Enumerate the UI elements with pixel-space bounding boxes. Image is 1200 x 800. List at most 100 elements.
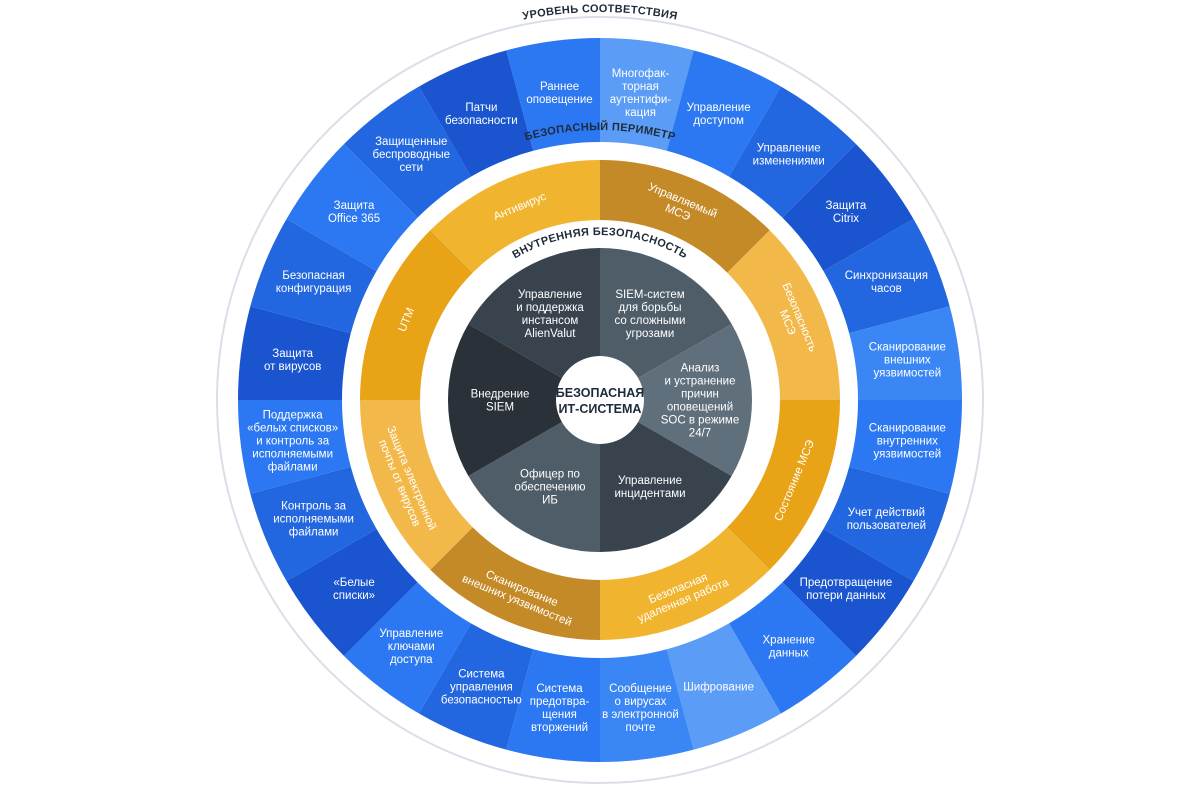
outer-ring-title-path: УРОВЕНЬ СООТВЕТСТВИЯ — [522, 3, 679, 23]
center-label-line-1: БЕЗОПАСНАЯ — [556, 386, 644, 400]
internal-segment-label-line: SOC в режиме — [661, 415, 740, 427]
outer-outline-ring — [216, 16, 984, 784]
internal-segment-label-line: инцидентами — [614, 488, 685, 500]
compliance-segment-label-line: Безопасная — [282, 270, 345, 282]
perimeter-segment — [600, 160, 770, 273]
internal-segment-label-line: причин — [681, 389, 719, 401]
compliance-segment-label-line: от вирусов — [264, 361, 321, 373]
compliance-segment-label-line: доступа — [390, 654, 433, 666]
compliance-segment-label-line: Синхронизация — [845, 270, 928, 282]
internal-segment-label-line: SIEM — [486, 402, 514, 414]
compliance-segment-label-line: Управление — [687, 102, 751, 114]
compliance-segment-label-line: Многофак- — [612, 68, 670, 80]
perimeter-segment — [360, 230, 473, 400]
compliance-segment-label-line: внутренних — [877, 435, 938, 447]
internal-segment-label-line: Офицер по — [520, 469, 580, 481]
compliance-segment-label-line: конфигурация — [276, 283, 352, 295]
compliance-segment-label-line: и контроль за — [256, 435, 330, 447]
internal-segment-label-line: Управление — [618, 475, 682, 487]
internal-segment-label-line: и устранение — [665, 376, 736, 388]
compliance-segment-label-line: управления — [450, 681, 513, 693]
compliance-segment-label-line: Сканирование — [869, 422, 946, 434]
compliance-segment — [849, 306, 962, 400]
compliance-segment-label-line: доступом — [693, 115, 744, 127]
compliance-segment-label-line: «Белые — [333, 577, 374, 589]
internal-segment-label-line: угрозами — [626, 328, 675, 340]
compliance-segment — [600, 38, 694, 151]
perimeter-segment — [600, 527, 770, 640]
compliance-segment-label-line: Хранение — [763, 634, 815, 646]
internal-segment-label-line: SIEM-систем — [615, 289, 684, 301]
compliance-segment — [729, 86, 856, 218]
compliance-segment — [344, 86, 471, 218]
compliance-segment-label-line: предотвра- — [530, 696, 590, 708]
compliance-segment-label: Шифрование — [683, 681, 754, 693]
compliance-segment-label-line: Система — [536, 683, 583, 695]
compliance-segment-label-line: файлами — [268, 461, 318, 473]
compliance-segment-label-line: ключами — [388, 641, 435, 653]
compliance-segment — [419, 623, 534, 750]
compliance-segment-label-line: в электронной — [602, 709, 679, 721]
compliance-segment-label-line: Управление — [757, 143, 821, 155]
compliance-segment-label-line: кация — [625, 107, 656, 119]
compliance-segment — [506, 649, 600, 762]
internal-segment-label-line: Анализ — [681, 363, 720, 375]
compliance-segment — [286, 529, 418, 656]
compliance-segment-label-line: потери данных — [806, 590, 886, 602]
compliance-segment-label-line: «белых списков» — [247, 422, 338, 434]
internal-segment-label-line: со сложными — [615, 315, 686, 327]
compliance-segment-label-line: Office 365 — [328, 213, 380, 225]
compliance-segment-label-line: безопасностью — [441, 694, 522, 706]
internal-segment-label-line: оповещений — [667, 402, 733, 414]
perimeter-segment — [727, 230, 840, 400]
compliance-segment-label-line: уязвимостей — [874, 448, 942, 460]
compliance-segment-label-line: файлами — [289, 527, 339, 539]
compliance-segment-label-line: щения — [542, 709, 577, 721]
perimeter-segment — [727, 400, 840, 570]
internal-segment-label-line: для борьбы — [618, 302, 681, 314]
compliance-segment — [344, 582, 471, 714]
compliance-segment-label-line: вторжений — [531, 722, 588, 734]
compliance-segment — [238, 400, 351, 494]
perimeter-segment — [360, 400, 473, 570]
internal-segment-label-line: Внедрение — [471, 389, 530, 401]
compliance-segment-label-line: аутентифи- — [610, 94, 671, 106]
compliance-segment-label-line: беспроводные — [373, 149, 450, 161]
internal-segment — [468, 400, 600, 552]
compliance-segment-label-line: часов — [871, 283, 902, 295]
internal-segment-label-line: 24/7 — [689, 428, 711, 440]
compliance-segment — [250, 219, 377, 334]
compliance-segment-label-line: списки» — [333, 590, 375, 602]
compliance-segment-label-line: данных — [769, 647, 809, 659]
internal-segment — [600, 400, 732, 552]
perimeter-segment — [430, 160, 600, 273]
internal-segment — [600, 248, 732, 400]
compliance-segment-label-line: Система — [458, 668, 505, 680]
compliance-segment — [666, 50, 781, 177]
center-label-line-2: ИТ-СИСТЕМА — [559, 402, 642, 416]
internal-segment-label-line: Управление — [518, 289, 582, 301]
compliance-segment-label-line: Защита — [272, 348, 313, 360]
compliance-segment-label-line: Управление — [379, 628, 443, 640]
